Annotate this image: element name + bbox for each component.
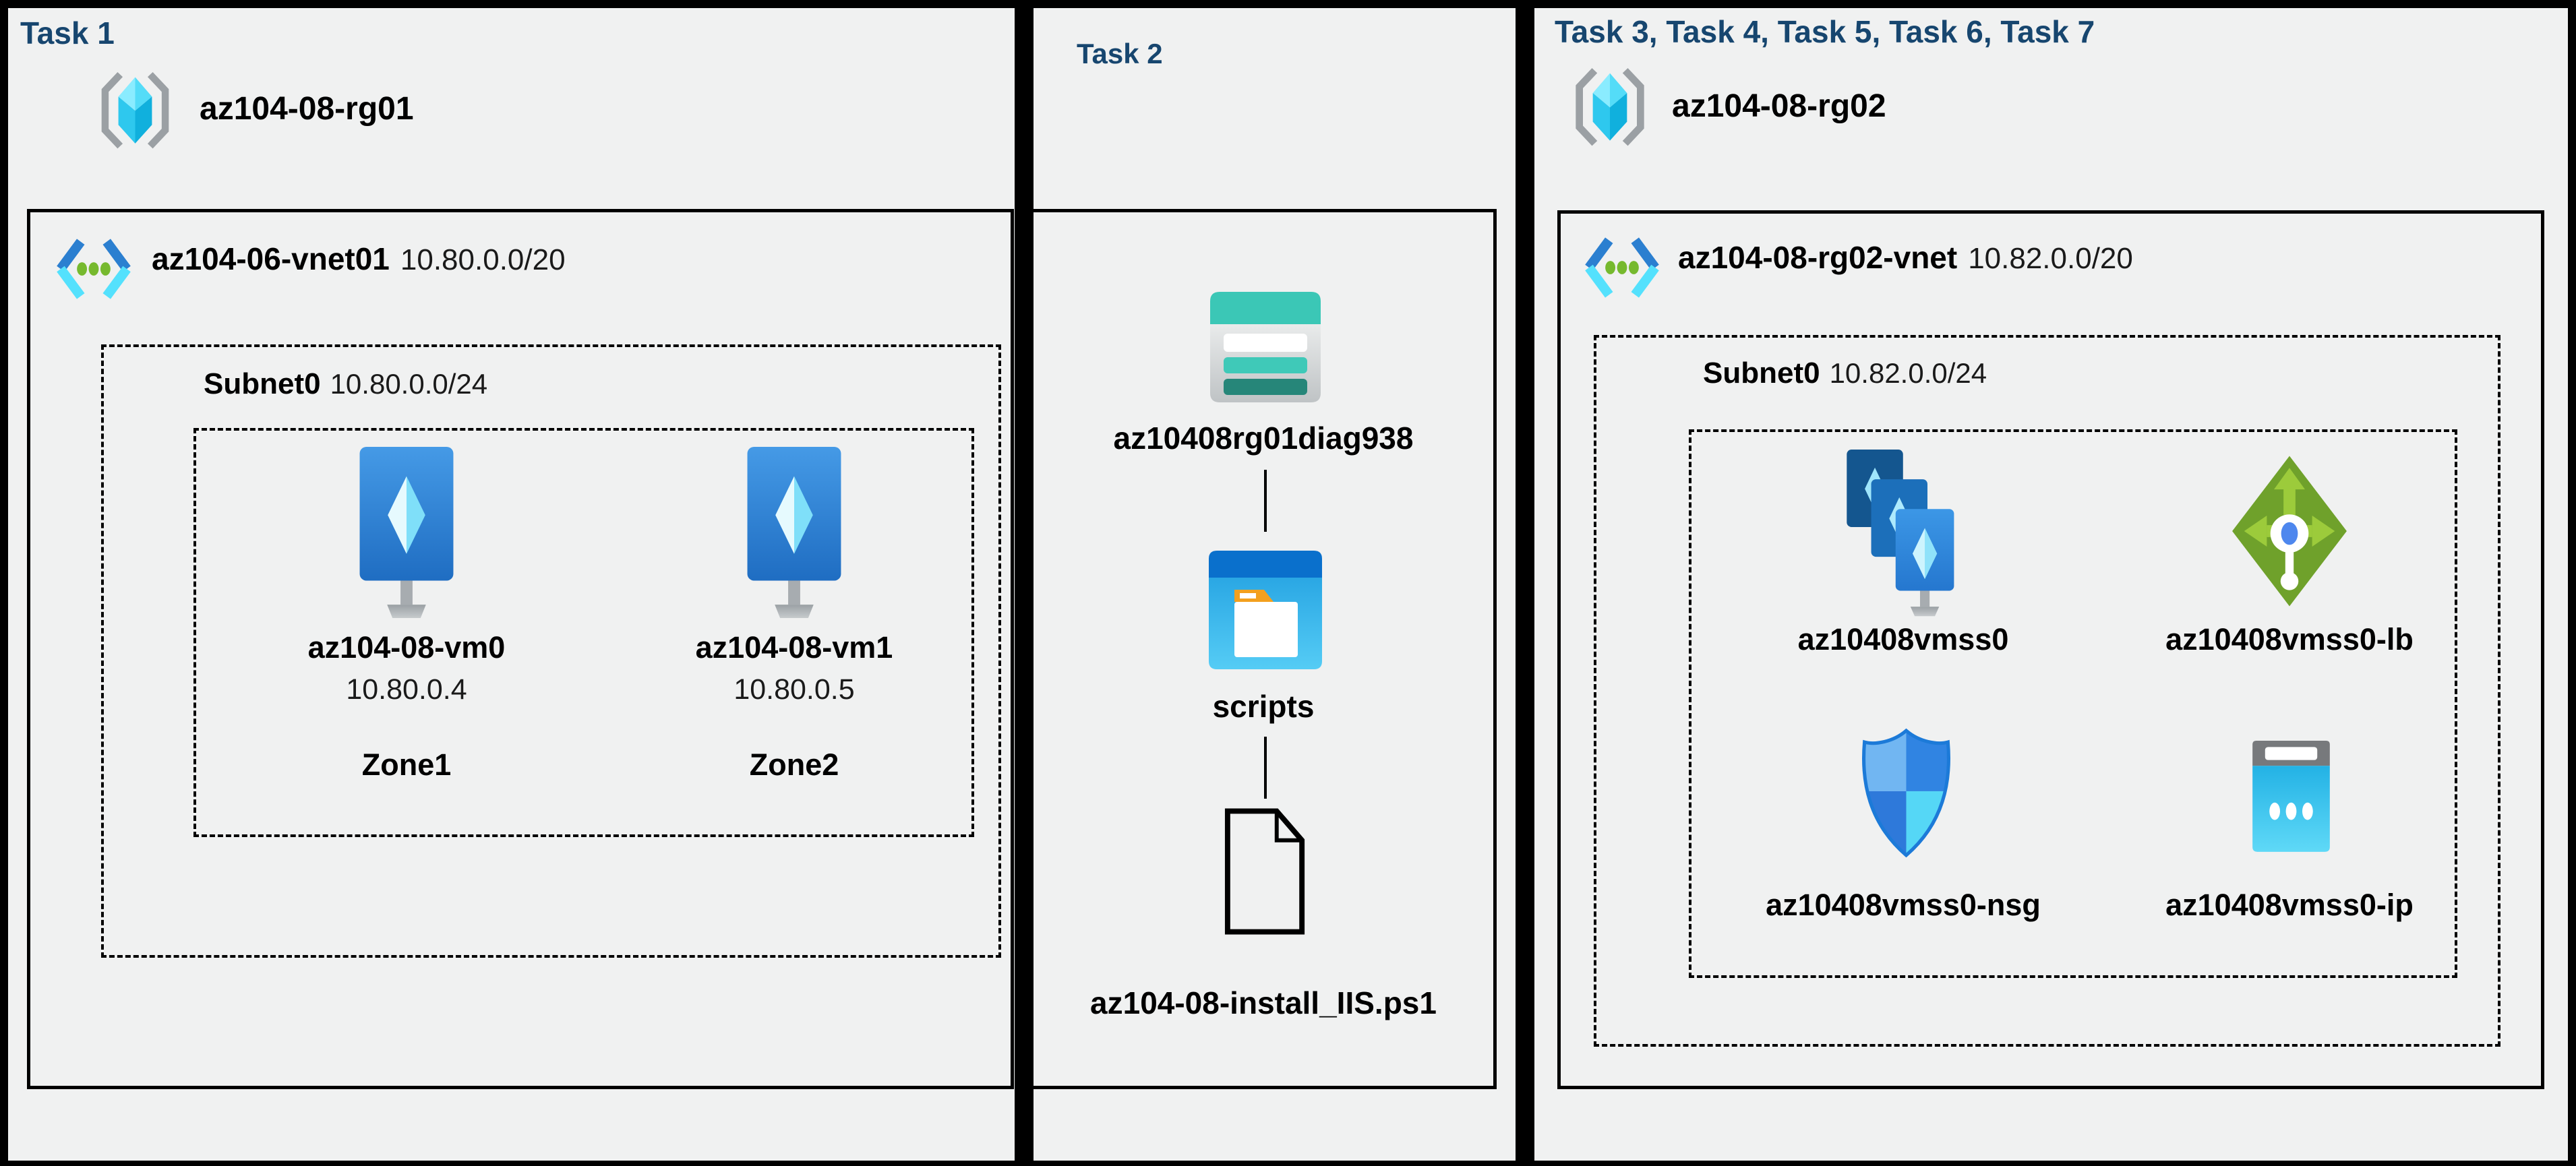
resource-name: az10408vmss0 — [1797, 622, 2009, 656]
subnet-cidr: 10.80.0.0/24 — [330, 368, 488, 400]
subnet-label: Subnet0 10.80.0.0/24 — [204, 367, 487, 401]
vnet-name: az104-06-vnet01 — [152, 241, 390, 276]
resource-group-icon — [93, 70, 177, 150]
resource-group-name: az104-08-rg01 — [200, 91, 414, 127]
panel-task3: Task 3, Task 4, Task 5, Task 6, Task 7 a… — [1534, 8, 2568, 1161]
file-icon — [1222, 805, 1309, 939]
vnet-name: az104-08-rg02-vnet — [1678, 240, 1958, 275]
subnet-name: Subnet0 — [204, 367, 321, 400]
panel-task2: Task 2 az10408rg01diag938 scripts az104-… — [1030, 8, 1516, 1161]
virtual-network-icon — [1582, 231, 1662, 304]
availability-zones-box: az104-08-vm0 10.80.0.4 Zone1 az104-08-vm… — [193, 428, 974, 837]
subnet-box: Subnet0 10.80.0.0/24 az104-08-vm0 10.80.… — [101, 344, 1001, 958]
storage-account-name: az10408rg01diag938 — [1113, 421, 1414, 456]
task2-header: Task 2 — [1077, 38, 1163, 69]
vm-icon — [359, 447, 454, 619]
vm-ip: 10.80.0.5 — [733, 673, 855, 706]
nsg-icon — [1857, 727, 1955, 859]
load-balancer-icon — [2232, 456, 2347, 607]
public-ip-icon — [2252, 741, 2330, 852]
vm-zone: Zone2 — [749, 747, 839, 782]
blob-container-icon — [1209, 551, 1322, 669]
task3-header: Task 3, Task 4, Task 5, Task 6, Task 7 — [1555, 14, 2095, 49]
subnet-name: Subnet0 — [1703, 357, 1820, 390]
vm-zone: Zone1 — [361, 747, 452, 782]
resource-name: az10408vmss0-nsg — [1766, 888, 2041, 922]
vnet-label: az104-08-rg02-vnet 10.82.0.0/20 — [1678, 239, 2133, 276]
storage-account-icon — [1210, 292, 1321, 402]
resource-name: az10408vmss0-ip — [2165, 888, 2414, 922]
vm-name: az104-08-vm0 — [307, 630, 506, 665]
vm-icon — [747, 447, 841, 619]
resource-group-icon — [1569, 66, 1650, 147]
subnet-label: Subnet0 10.82.0.0/24 — [1703, 357, 1987, 390]
subnet-box: Subnet0 10.82.0.0/24 az10408vmss0 az1040… — [1594, 335, 2500, 1047]
resource-name: az10408vmss0-lb — [2165, 622, 2414, 656]
subnet-cidr: 10.82.0.0/24 — [1829, 357, 1987, 389]
storage-chain-box: az10408rg01diag938 scripts az104-08-inst… — [1030, 209, 1497, 1089]
vm-name: az104-08-vm1 — [695, 630, 893, 665]
task1-header: Task 1 — [20, 16, 115, 51]
vnet-box: az104-06-vnet01 10.80.0.0/20 Subnet0 10.… — [27, 209, 1014, 1089]
connector-line — [1264, 737, 1267, 799]
file-name: az104-08-install_IIS.ps1 — [1090, 985, 1437, 1020]
vmss-resources-box: az10408vmss0 az10408vmss0-lb az10408vmss… — [1689, 429, 2457, 978]
vnet-cidr: 10.82.0.0/20 — [1968, 242, 2133, 275]
vm-ip: 10.80.0.4 — [346, 673, 467, 706]
virtual-network-icon — [54, 233, 133, 305]
connector-line — [1264, 470, 1267, 532]
container-name: scripts — [1212, 689, 1315, 724]
vmss-icon — [1847, 450, 1954, 617]
vnet-box: az104-08-rg02-vnet 10.82.0.0/20 Subnet0 … — [1557, 210, 2544, 1089]
vnet-cidr: 10.80.0.0/20 — [400, 243, 566, 276]
resource-group-name: az104-08-rg02 — [1672, 88, 1886, 124]
panel-task1: Task 1 az104-08-rg01 az104-06-vnet01 10.… — [8, 8, 1015, 1161]
vnet-label: az104-06-vnet01 10.80.0.0/20 — [152, 241, 566, 277]
